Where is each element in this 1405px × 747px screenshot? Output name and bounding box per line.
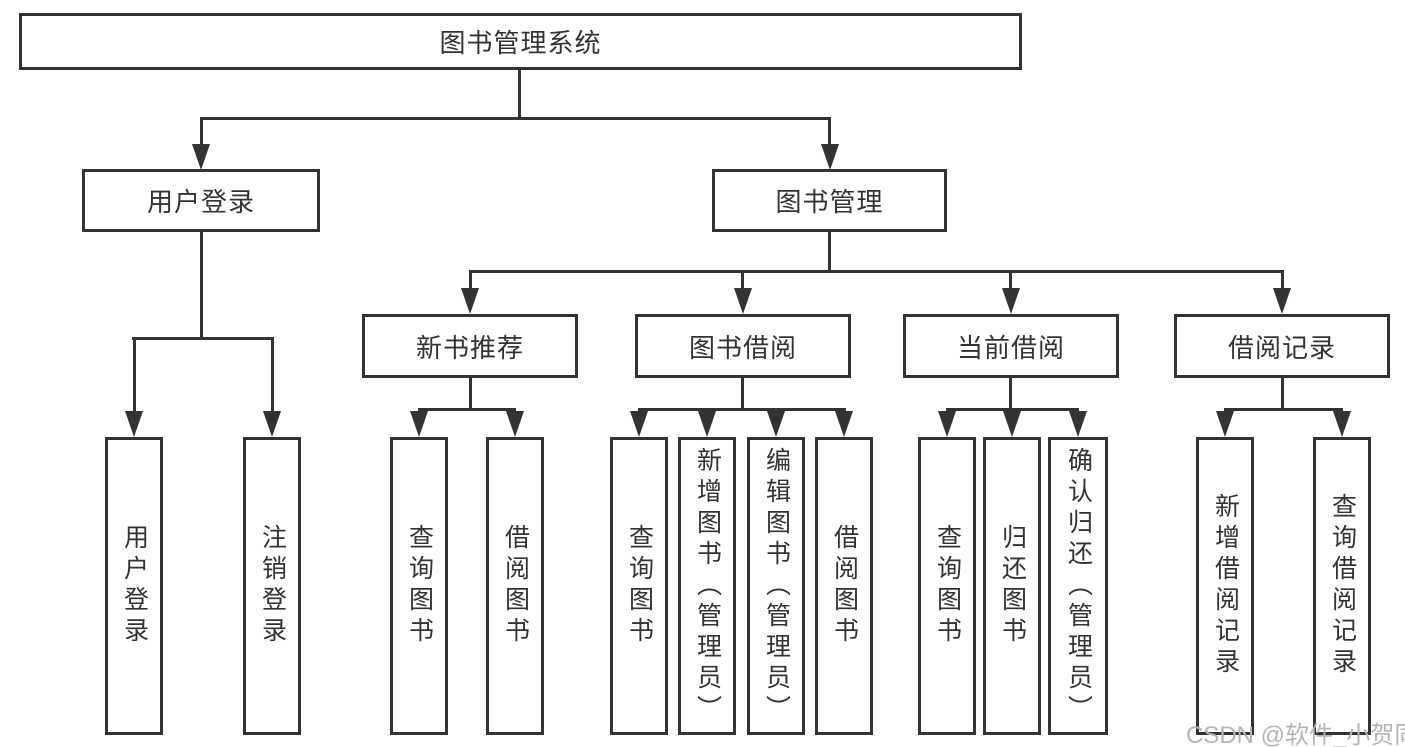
connector-borrowing-hline <box>638 408 846 411</box>
connector-level3-hline <box>469 270 1284 273</box>
leaf-confirm-return-admin: 确认归还（管理员） <box>1048 437 1108 735</box>
arrow-down-icon <box>1002 288 1020 314</box>
leaf-edit-books-admin-label: 编辑图书（管理员） <box>762 446 791 726</box>
node-book-management: 图书管理 <box>712 169 947 232</box>
arrow-down-icon <box>821 144 839 170</box>
arrow-down-icon <box>698 411 716 437</box>
arrow-down-icon <box>1003 411 1021 437</box>
connector-level2-hline <box>200 117 831 120</box>
node-book-management-label: 图书管理 <box>775 187 884 217</box>
node-user-login-label: 用户登录 <box>146 187 255 217</box>
leaf-add-books-admin: 新增图书（管理员） <box>678 437 736 735</box>
arrow-down-icon <box>506 411 524 437</box>
arrow-down-icon <box>835 411 853 437</box>
connector-records-hline <box>1224 408 1343 411</box>
node-borrowing-records: 借阅记录 <box>1174 314 1390 378</box>
connector-user-login-drop <box>200 117 203 150</box>
leaf-logout: 注销登录 <box>243 437 301 735</box>
node-root-label: 图书管理系统 <box>439 28 602 58</box>
arrow-down-icon <box>767 411 785 437</box>
watermark: CSDN @软件_小贺同学 <box>1186 722 1405 747</box>
connector-recommend-stem <box>469 378 472 411</box>
connector-level3-drop <box>1281 270 1284 292</box>
leaf-return-books: 归还图书 <box>983 437 1041 735</box>
node-current-borrowing: 当前借阅 <box>903 314 1119 378</box>
leaf-add-borrow-record: 新增借阅记录 <box>1196 437 1254 735</box>
connector-user-login-stem <box>200 232 203 340</box>
arrow-down-icon <box>734 288 752 314</box>
leaf-user-login-label: 用户登录 <box>120 524 149 648</box>
leaf-borrow-books: 借阅图书 <box>815 437 873 735</box>
connector-leaf-drop <box>133 337 136 413</box>
leaf-query-borrow-record-label: 查询借阅记录 <box>1328 493 1357 679</box>
arrow-down-icon <box>461 288 479 314</box>
leaf-query-books-current: 查询图书 <box>918 437 976 735</box>
connector-current-hline <box>946 408 1079 411</box>
connector-book-management-stem <box>828 232 831 273</box>
node-new-book-recommendation-label: 新书推荐 <box>415 332 524 363</box>
node-root: 图书管理系统 <box>19 13 1022 70</box>
node-new-book-recommendation: 新书推荐 <box>362 314 578 378</box>
connector-level3-drop <box>469 270 472 292</box>
connector-user-login-hline <box>132 337 273 340</box>
leaf-query-books-current-label: 查询图书 <box>933 524 962 648</box>
arrow-down-icon <box>1333 411 1351 437</box>
leaf-query-books-borrow: 查询图书 <box>610 437 668 735</box>
connector-leaf-drop <box>271 337 274 413</box>
leaf-return-books-label: 归还图书 <box>998 524 1027 648</box>
connector-borrowing-stem <box>741 378 744 411</box>
arrow-down-icon <box>192 144 210 170</box>
connector-root-stem <box>518 70 521 119</box>
arrow-down-icon <box>1273 288 1291 314</box>
node-user-login: 用户登录 <box>82 169 320 232</box>
arrow-down-icon <box>1069 411 1087 437</box>
node-book-borrowing-label: 图书借阅 <box>688 332 797 363</box>
arrow-down-icon <box>630 411 648 437</box>
leaf-borrow-books-recommend: 借阅图书 <box>486 437 544 735</box>
leaf-borrow-books-label: 借阅图书 <box>830 524 859 648</box>
connector-level3-drop <box>741 270 744 292</box>
arrow-down-icon <box>410 411 428 437</box>
arrow-down-icon <box>125 411 143 437</box>
leaf-query-books-recommend-label: 查询图书 <box>405 524 434 648</box>
arrow-down-icon <box>263 411 281 437</box>
leaf-confirm-return-admin-label: 确认归还（管理员） <box>1064 446 1093 726</box>
leaf-edit-books-admin: 编辑图书（管理员） <box>747 437 805 735</box>
connector-current-stem <box>1009 378 1012 411</box>
arrow-down-icon <box>1216 411 1234 437</box>
connector-level3-drop <box>1009 270 1012 292</box>
leaf-user-login: 用户登录 <box>105 437 163 735</box>
leaf-query-books-recommend: 查询图书 <box>390 437 448 735</box>
node-current-borrowing-label: 当前借阅 <box>956 332 1065 363</box>
node-book-borrowing: 图书借阅 <box>635 314 851 378</box>
connector-book-management-drop <box>828 117 831 150</box>
node-borrowing-records-label: 借阅记录 <box>1227 332 1336 363</box>
leaf-add-borrow-record-label: 新增借阅记录 <box>1211 493 1240 679</box>
arrow-down-icon <box>938 411 956 437</box>
leaf-query-borrow-record: 查询借阅记录 <box>1313 437 1371 735</box>
connector-records-stem <box>1281 378 1284 411</box>
leaf-query-books-borrow-label: 查询图书 <box>625 524 654 648</box>
leaf-borrow-books-recommend-label: 借阅图书 <box>501 524 530 648</box>
leaf-logout-label: 注销登录 <box>258 524 287 648</box>
leaf-add-books-admin-label: 新增图书（管理员） <box>693 446 722 726</box>
connector-recommend-hline <box>418 408 516 411</box>
